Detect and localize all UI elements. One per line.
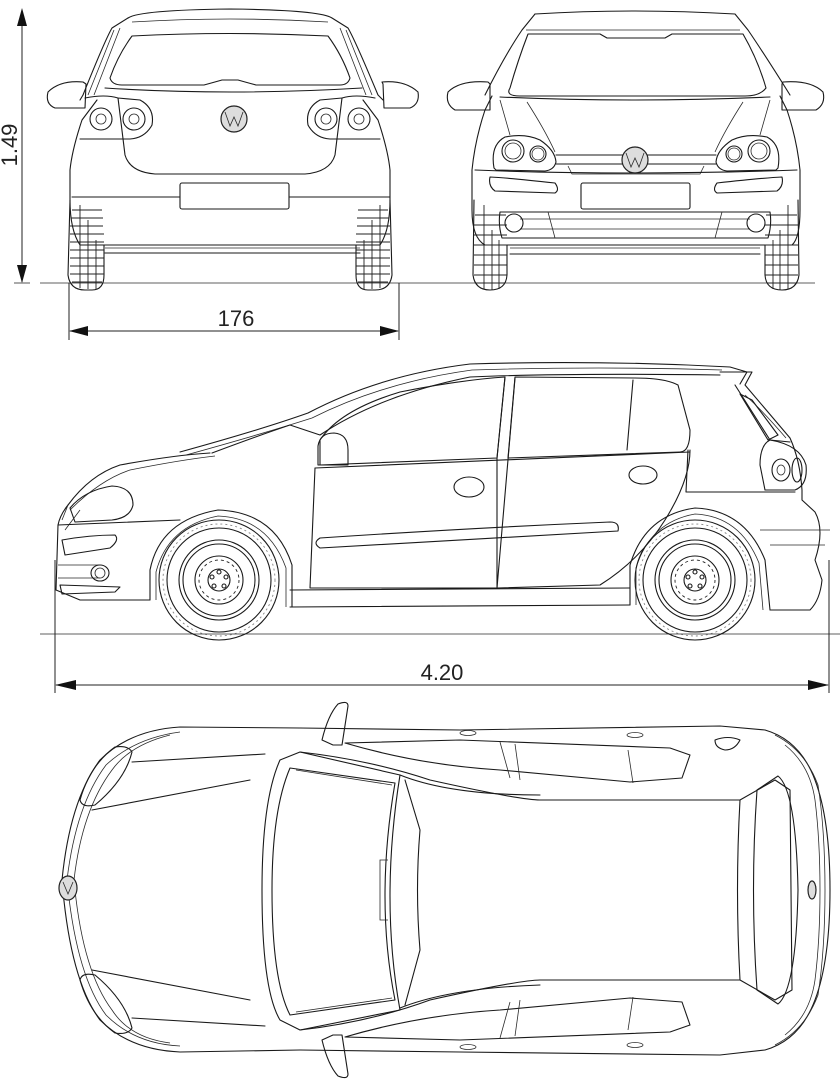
width-label: 176 [218,306,255,331]
vw-logo-top [58,875,78,901]
front-right-tyre [764,199,800,291]
front-left-tyre [472,199,508,291]
front-view [420,10,825,291]
side-view [40,361,840,641]
rear-right-tyre [355,199,393,291]
height-dimension: 1.49 [0,8,30,284]
vw-logo-front [621,146,649,174]
side-rear-wheel [634,519,756,641]
height-label: 1.49 [0,124,22,167]
vw-logo-rear-top [807,880,817,900]
top-view [58,701,831,1079]
rear-left-tyre [67,199,105,291]
top-right-mirror [321,1034,349,1079]
top-left-mirror [321,701,349,746]
rear-view [40,8,420,291]
vw-logo-rear [220,105,248,133]
length-label: 4.20 [421,660,464,685]
side-front-wheel [158,519,280,641]
length-dimension: 4.20 [54,560,830,693]
width-dimension: 176 [68,283,400,340]
